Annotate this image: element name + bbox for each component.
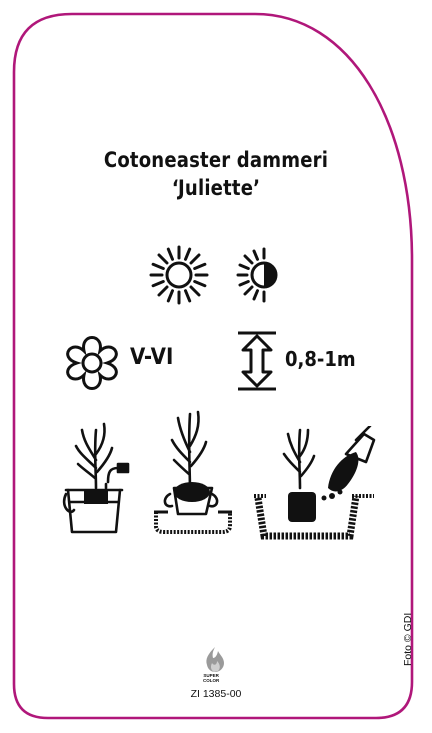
flame-logo-icon	[206, 647, 224, 672]
brand-line1: SUPER	[203, 673, 219, 678]
brand-name: SUPER COLOR	[203, 673, 220, 684]
flower-icon	[66, 336, 118, 390]
plant-name-title: Cotoneaster dammeri	[103, 148, 329, 172]
photo-credit: Foto © GDI	[402, 612, 414, 666]
plant-and-fill-soil-icon	[254, 426, 376, 540]
bloom-months: V-VI	[130, 345, 174, 370]
partial-shade-icon	[236, 247, 278, 303]
product-code: ZI 1385-00	[190, 688, 242, 700]
water-bucket-soak-icon	[62, 422, 130, 534]
remove-pot-icon	[154, 410, 232, 534]
full-sun-icon	[149, 245, 209, 305]
brand-line2: COLOR	[203, 677, 220, 683]
height-value: 0,8-1m	[285, 347, 356, 371]
height-arrow-icon	[238, 331, 276, 391]
cultivar-name: ‘Juliette’	[171, 176, 261, 200]
